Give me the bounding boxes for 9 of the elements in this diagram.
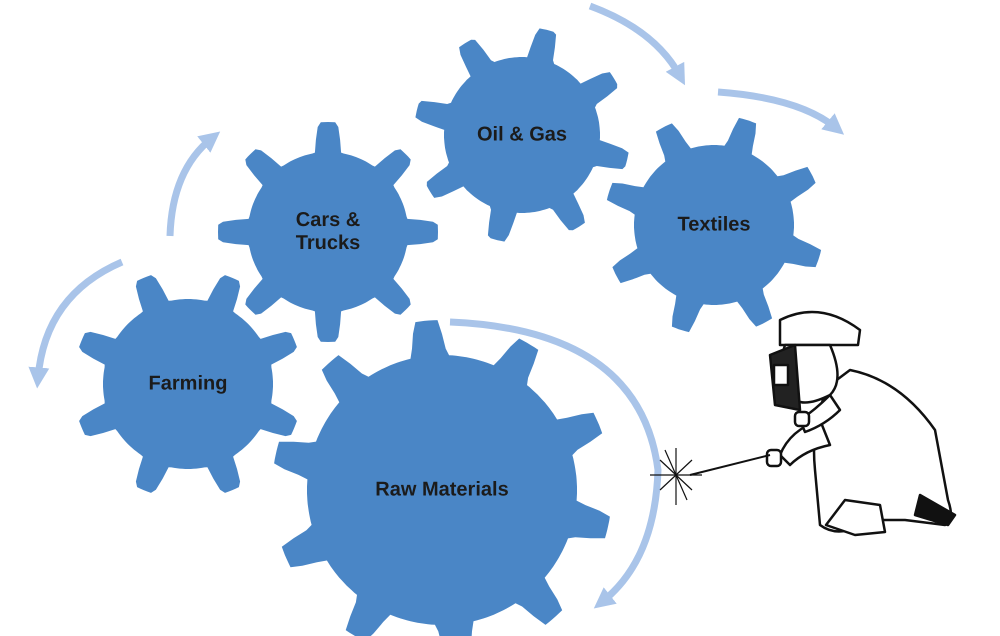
gear-label: Textiles (676, 214, 752, 236)
gear-label: Cars & Trucks (294, 209, 362, 255)
gear-label: Raw Materials (374, 478, 510, 502)
gear-shape (604, 115, 824, 335)
gear-label: Farming (148, 372, 228, 396)
gear-label: Oil & Gas (476, 124, 568, 146)
gear-shape (272, 320, 612, 636)
gear-shape (218, 122, 438, 342)
gear-shape (414, 27, 630, 243)
